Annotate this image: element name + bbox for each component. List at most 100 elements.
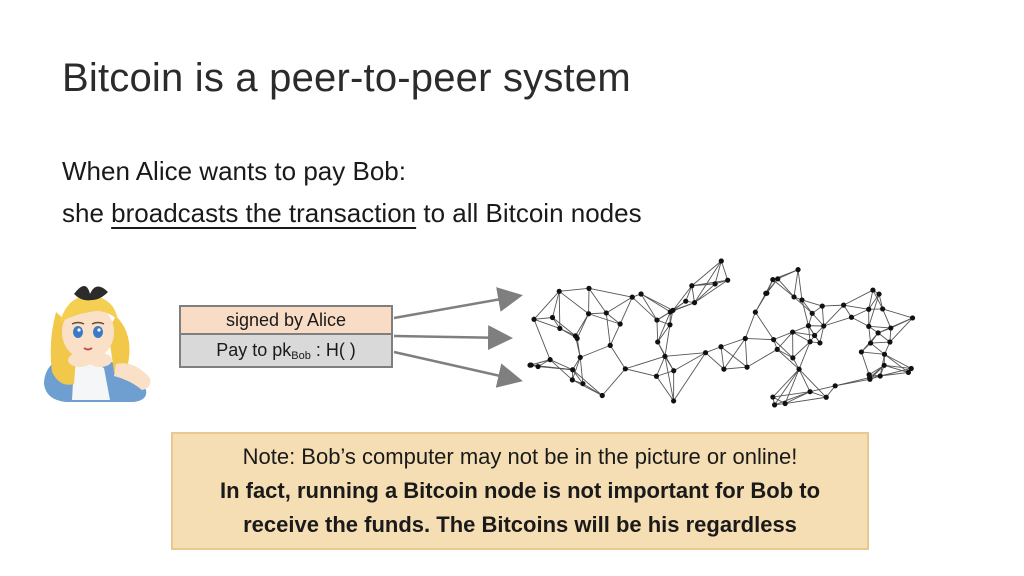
- network-edge: [588, 287, 633, 298]
- network-edge: [851, 316, 869, 327]
- network-node: [774, 346, 780, 352]
- network-node: [547, 357, 553, 363]
- network-node: [577, 354, 583, 360]
- network-node: [868, 340, 874, 346]
- network-edge: [773, 331, 793, 341]
- network-edge: [619, 296, 633, 325]
- network-edge: [625, 355, 666, 370]
- network-edge: [754, 311, 774, 340]
- network-node: [683, 298, 689, 304]
- network-node: [586, 285, 592, 291]
- network-node: [817, 340, 823, 346]
- network-edge: [772, 279, 795, 298]
- network-node: [909, 315, 916, 321]
- network-edge: [685, 285, 693, 302]
- network-edge: [801, 299, 813, 314]
- network-node: [655, 339, 661, 345]
- broadcast-emphasis: broadcasts the transaction: [111, 198, 417, 228]
- network-node: [795, 267, 801, 273]
- network-edge: [861, 351, 885, 355]
- network-edge: [776, 331, 793, 350]
- network-edge: [746, 348, 778, 368]
- network-node: [607, 342, 613, 348]
- network-edge: [889, 317, 913, 343]
- network-edge: [869, 365, 885, 380]
- network-node: [805, 323, 812, 329]
- network-node: [585, 311, 592, 317]
- body-line-2-suffix: to all Bitcoin nodes: [416, 198, 642, 228]
- note-line-2: In fact, running a Bitcoin node is not i…: [219, 478, 821, 503]
- note-line-3: receive the funds. The Bitcoins will be …: [243, 512, 797, 537]
- slide-body: When Alice wants to pay Bob: she broadca…: [62, 150, 642, 234]
- network-node: [528, 362, 534, 368]
- network-node: [908, 365, 914, 372]
- network-edge: [588, 312, 607, 315]
- network-edge: [657, 341, 666, 357]
- network-edge: [744, 338, 748, 368]
- network-edge: [774, 368, 800, 406]
- network-node: [725, 277, 731, 283]
- network-edge: [694, 279, 728, 304]
- network-node: [622, 366, 628, 372]
- network-node: [848, 314, 855, 320]
- network-edge: [575, 313, 589, 337]
- network-node: [832, 383, 838, 389]
- network-edge: [877, 317, 913, 334]
- network-edge: [754, 292, 768, 313]
- network-edge: [673, 352, 706, 372]
- network-node: [742, 335, 748, 342]
- network-edge: [640, 293, 674, 311]
- network-node: [867, 376, 873, 382]
- network-node: [691, 300, 698, 306]
- network-node: [775, 276, 781, 282]
- network-edge: [792, 341, 811, 359]
- network-edge: [572, 369, 584, 384]
- network-edge: [691, 285, 695, 303]
- network-edge: [868, 293, 880, 310]
- network-node: [812, 332, 818, 339]
- network-edge: [705, 352, 725, 370]
- network-edge: [640, 293, 658, 321]
- peer-network-graph: [527, 258, 916, 408]
- network-edge: [744, 311, 756, 339]
- network-edge: [882, 308, 913, 319]
- network-edge: [801, 299, 823, 307]
- network-edge: [606, 296, 633, 314]
- note-box: Note: Bob’s computer may not be in the p…: [171, 432, 869, 550]
- network-node: [671, 368, 677, 374]
- arrow-down: [393, 350, 523, 388]
- network-edge: [533, 319, 551, 360]
- network-edge: [870, 341, 890, 344]
- network-edge: [533, 317, 553, 320]
- network-edge: [798, 369, 811, 392]
- network-edge: [835, 377, 870, 387]
- network-edge: [549, 359, 573, 371]
- network-node: [721, 366, 727, 372]
- body-line-2-prefix: she: [62, 198, 112, 228]
- network-edge: [809, 385, 836, 393]
- network-edge: [870, 342, 885, 355]
- network-node: [823, 394, 829, 400]
- slide-title: Bitcoin is a peer-to-peer system: [62, 56, 631, 100]
- pay-to-field: Pay to pkBob : H( ): [179, 335, 393, 368]
- arrow-up: [393, 287, 523, 320]
- network-edge: [774, 391, 811, 406]
- network-edge: [884, 364, 912, 369]
- network-edge: [797, 269, 803, 300]
- network-edge: [884, 364, 909, 373]
- network-edge: [880, 371, 909, 377]
- network-node: [819, 303, 825, 309]
- network-edge: [821, 306, 825, 327]
- network-node: [887, 339, 893, 345]
- network-edge: [580, 344, 611, 358]
- network-edge: [720, 260, 729, 281]
- network-edge: [625, 368, 657, 377]
- network-edge: [705, 346, 722, 354]
- network-node: [662, 353, 668, 359]
- network-node: [744, 364, 750, 370]
- network-node: [790, 355, 796, 361]
- network-node: [791, 294, 797, 300]
- network-node: [531, 316, 537, 322]
- network-edge: [720, 346, 725, 370]
- network-node: [821, 323, 827, 329]
